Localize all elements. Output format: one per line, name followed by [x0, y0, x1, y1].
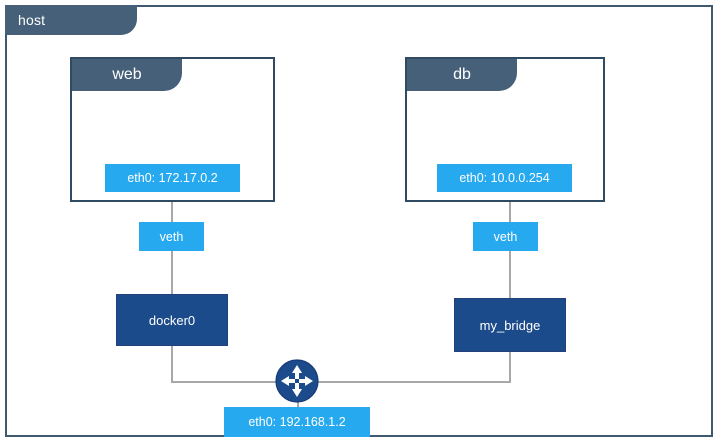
host-eth0-chip[interactable]: eth0: 192.168.1.2: [224, 407, 370, 437]
veth-db-label: veth: [493, 229, 518, 244]
web-eth0-label: eth0: 172.17.0.2: [127, 171, 218, 185]
host-eth0-label: eth0: 192.168.1.2: [248, 415, 346, 429]
web-eth0-chip[interactable]: eth0: 172.17.0.2: [105, 164, 240, 192]
container-web-label: web: [112, 66, 142, 83]
router-four-arrows-icon[interactable]: [275, 359, 319, 403]
db-eth0-chip[interactable]: eth0: 10.0.0.254: [437, 164, 572, 192]
bridge-docker0-label: docker0: [148, 312, 196, 328]
bridge-docker0[interactable]: docker0: [116, 294, 228, 346]
db-eth0-label: eth0: 10.0.0.254: [459, 171, 550, 185]
wire-web-eth0-to-veth: [171, 202, 173, 222]
wire-bus-horizontal: [171, 381, 511, 383]
wire-docker0-to-bus: [171, 346, 173, 383]
wire-veth-to-my-bridge: [509, 251, 511, 299]
wire-my-bridge-to-bus: [509, 351, 511, 383]
veth-db-chip[interactable]: veth: [473, 222, 538, 251]
container-db-label: db: [453, 66, 471, 83]
host-title-label: host: [18, 12, 46, 28]
container-db-title-tab: db: [407, 59, 517, 91]
container-web[interactable]: web: [70, 57, 275, 202]
bridge-my-bridge[interactable]: my_bridge: [454, 298, 566, 352]
wire-db-eth0-to-veth: [509, 202, 511, 222]
host-title-tab: host: [5, 5, 137, 35]
veth-web-chip[interactable]: veth: [139, 222, 204, 251]
veth-web-label: veth: [159, 229, 184, 244]
bridge-my-bridge-label: my_bridge: [479, 317, 541, 333]
container-web-title-tab: web: [72, 59, 182, 91]
wire-veth-to-docker0: [171, 251, 173, 295]
